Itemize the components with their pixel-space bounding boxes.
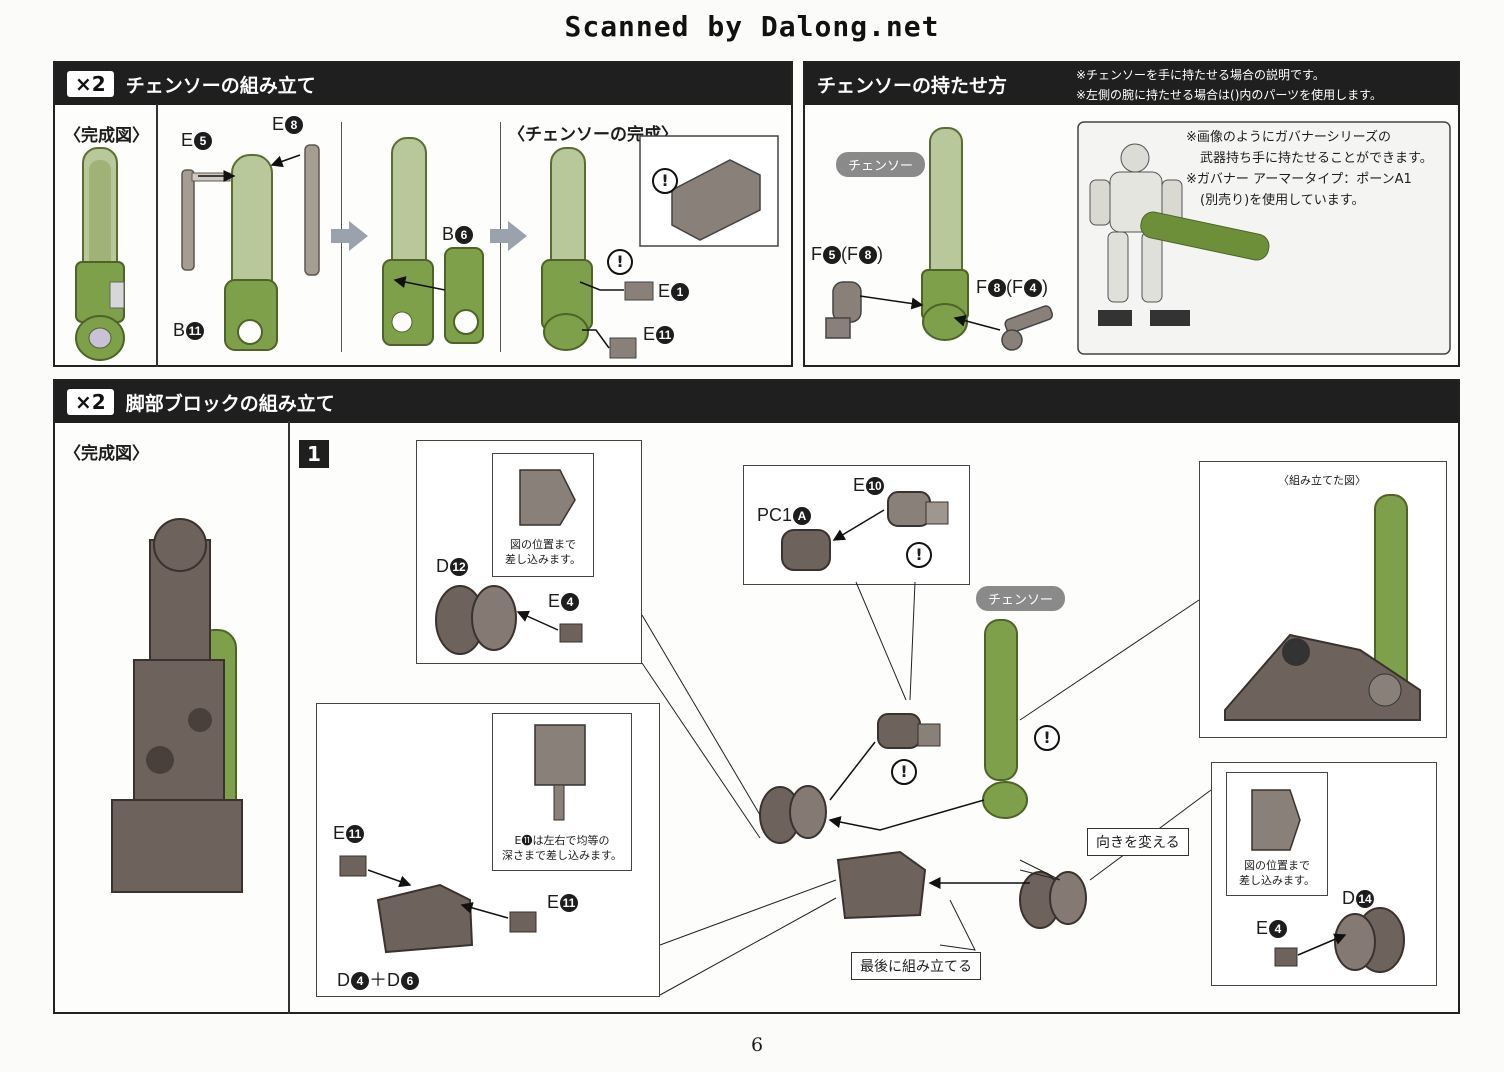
insert-note-a-line1: 図の位置まで <box>510 538 576 551</box>
holding-note-2: ※左側の腕に持たせる場合は()内のパーツを使用します。 <box>1076 88 1382 102</box>
hand-part-f5 <box>825 281 924 339</box>
blade-body <box>224 154 278 351</box>
caution-icon: ! <box>906 542 932 568</box>
central-assembly-drawing <box>641 581 1212 996</box>
photo-note-2: 武器持ち手に持たせることができます。 <box>1200 151 1433 166</box>
blade-strip-e8 <box>304 144 320 276</box>
part-pc1a-drawing <box>781 491 949 571</box>
multiplier-badge: ×2 <box>67 389 114 415</box>
photo-note-1: ※画像のようにガバナーシリーズの <box>1186 130 1391 145</box>
chainsaw-complete-drawing <box>75 147 125 361</box>
insert-note-b-line1: 図の位置まで <box>1244 859 1310 872</box>
e11-note-drawing <box>534 724 586 821</box>
caution-icon: ! <box>607 249 633 275</box>
e11-note-line2: 深さまで差し込みます。 <box>502 849 622 862</box>
step-number: 1 <box>299 440 329 468</box>
leg-block-header: ×2 脚部ブロックの組み立て <box>55 381 1458 423</box>
scanned-by-watermark: Scanned by Dalong.net <box>564 10 940 43</box>
photo-note-3: ※ガバナー アーマータイプ：ポーンA1 <box>1186 172 1412 187</box>
holding-note-1: ※チェンソーを手に持たせる場合の説明です。 <box>1076 68 1325 82</box>
caution-icon: ! <box>891 759 917 785</box>
detail-callout <box>639 135 779 247</box>
flow-arrows <box>331 221 527 251</box>
pc1-detail-box <box>743 465 970 585</box>
assembled-view-drawing <box>1224 494 1421 721</box>
chainsaw-step-2 <box>382 137 484 346</box>
assembled-label: 〈組み立てた図〉 <box>1278 474 1366 487</box>
holding-chainsaw-drawing <box>921 127 969 341</box>
chainsaw-pill: チェンソー <box>836 152 926 177</box>
assemble-last-label: 最後に組み立てる <box>851 952 981 980</box>
divider <box>288 421 290 1014</box>
e11-note-line1: E⓫は左右で均等の <box>514 834 610 847</box>
chainsaw-pill: チェンソー <box>976 586 1066 611</box>
insert-a-drawing <box>519 469 576 526</box>
complete-label: 〈完成図〉 <box>64 126 149 146</box>
chainsaw-illustrations <box>75 135 779 361</box>
robot-figure-photo <box>1089 143 1270 326</box>
page-number: 6 <box>750 1034 764 1056</box>
turn-direction-label: 向きを変える <box>1087 828 1189 856</box>
multiplier-badge: ×2 <box>67 71 114 97</box>
section-title: チェンソーの持たせ方 <box>817 74 1008 97</box>
part-d4-d6-drawing <box>339 855 537 954</box>
leg-complete-drawing <box>111 518 243 893</box>
chainsaw-holding-header: チェンソーの持たせ方 <box>805 63 1458 105</box>
insert-note-b-line2: 差し込みます。 <box>1239 874 1315 887</box>
holding-illustrations <box>825 121 1451 355</box>
chainsaw-step-3 <box>541 147 654 359</box>
caution-icon: ! <box>652 168 678 194</box>
part-d12-drawing <box>435 585 583 655</box>
caution-icon: ! <box>1034 725 1060 751</box>
photo-note-4: (別売り)を使用しています。 <box>1200 193 1365 208</box>
leg-complete-label: 〈完成図〉 <box>64 444 149 464</box>
chainsaw-assembly-header: ×2 チェンソーの組み立て <box>55 63 791 105</box>
chainsaw-complete-label: 〈チェンソーの完成〉 <box>508 125 678 145</box>
blade-strip-e5 <box>181 169 231 271</box>
section-title: 脚部ブロックの組み立て <box>125 392 335 415</box>
divider <box>156 104 158 367</box>
hand-part-f8 <box>953 305 1054 351</box>
insert-note-a-line2: 差し込みます。 <box>505 553 581 566</box>
section-title: チェンソーの組み立て <box>125 74 316 97</box>
part-d14-drawing <box>1251 789 1405 973</box>
